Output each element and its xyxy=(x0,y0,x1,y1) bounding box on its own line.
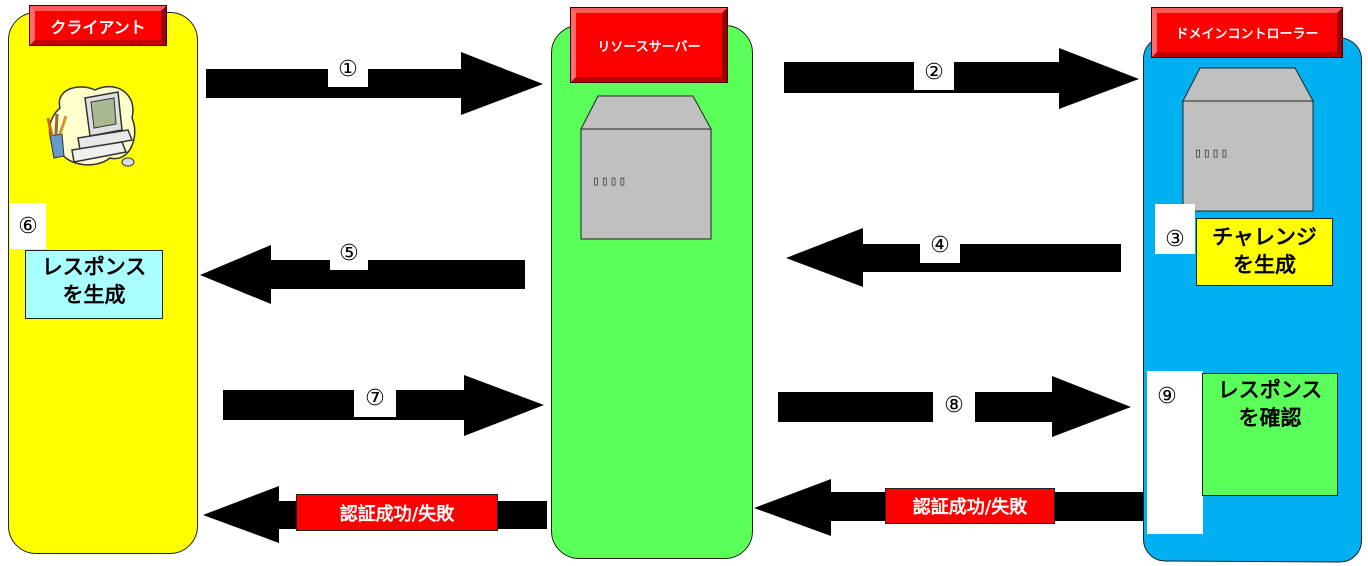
client-title: クライアント xyxy=(29,5,167,46)
domain-controller-title: ドメインコントローラー xyxy=(1151,7,1343,58)
step-number-9: ⑨ xyxy=(1157,383,1177,409)
step-number-5: ⑤ xyxy=(330,236,368,270)
arrow-step-5 xyxy=(200,245,526,305)
step-6-note: レスポンス を生成 xyxy=(25,250,163,319)
step-number-7: ⑦ xyxy=(354,380,396,417)
resource-server-title: リソースサーバー xyxy=(570,7,728,83)
arrow-step-1 xyxy=(206,52,544,116)
server-tower-icon xyxy=(580,95,712,240)
step-6-note-line-2: を生成 xyxy=(62,283,126,307)
step-number-2: ② xyxy=(914,55,954,90)
result-label-to-server: 認証成功/失敗 xyxy=(885,488,1055,524)
step-9-background xyxy=(1147,371,1203,534)
resource-server-device-label: ▯▯▯▯ xyxy=(592,174,628,189)
step-3-note: チャレンジ を生成 xyxy=(1196,218,1333,286)
step-number-3: ③ xyxy=(1155,204,1195,254)
step-9-note-line-2: を確認 xyxy=(1238,406,1302,430)
step-6-note-line-1: レスポンス xyxy=(41,255,147,279)
step-3-note-line-1: チャレンジ xyxy=(1212,225,1317,249)
arrow-step-2 xyxy=(784,48,1140,110)
step-number-4: ④ xyxy=(920,228,960,263)
computer-clipart-icon xyxy=(40,78,140,173)
step-number-8: ⑧ xyxy=(933,385,975,425)
step-number-1: ① xyxy=(328,52,368,87)
domain-controller-device-label: ▯▯▯▯ xyxy=(1194,146,1230,161)
step-number-6: ⑥ xyxy=(10,203,46,249)
step-3-note-line-2: を生成 xyxy=(1233,253,1296,277)
server-tower-icon xyxy=(1182,67,1314,212)
result-label-to-client: 認証成功/失敗 xyxy=(296,494,498,531)
step-9-note: レスポンス を確認 xyxy=(1202,373,1338,496)
step-9-note-line-1: レスポンス xyxy=(1217,378,1323,402)
